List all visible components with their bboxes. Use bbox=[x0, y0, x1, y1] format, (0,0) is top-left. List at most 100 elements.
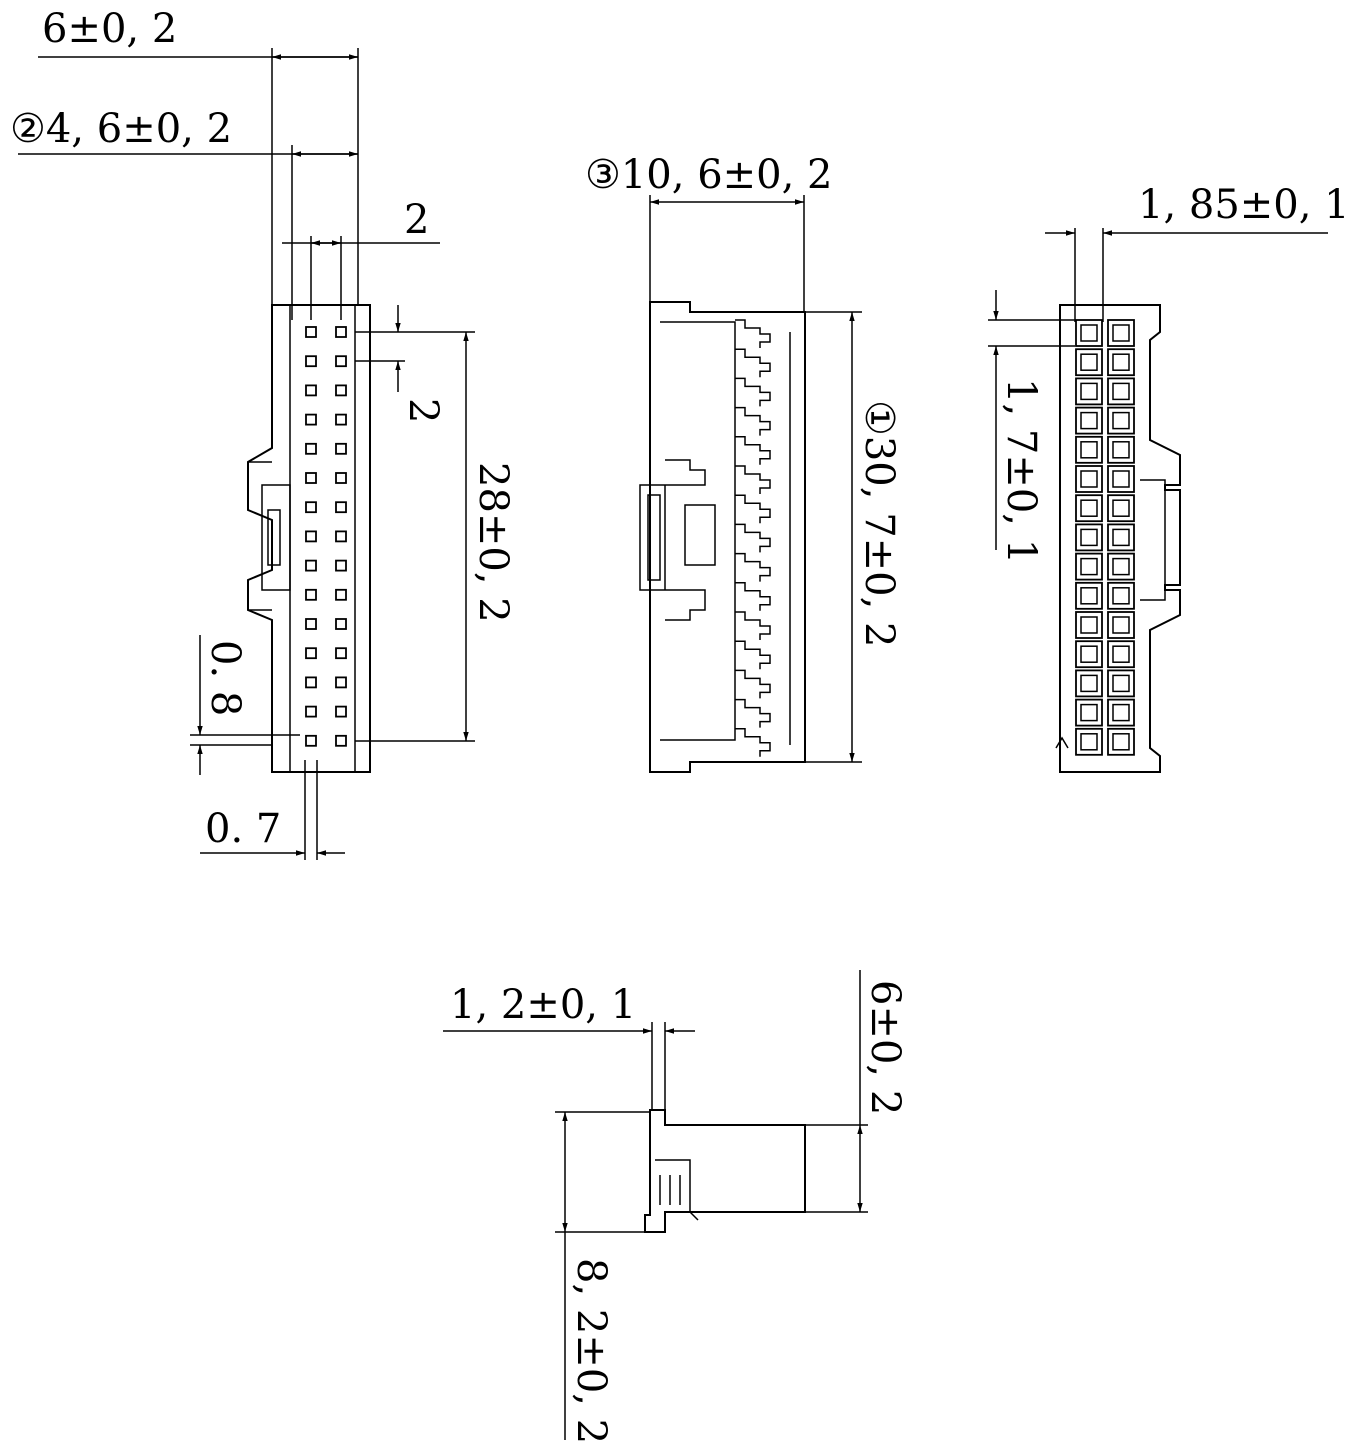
front-contact-cell bbox=[335, 530, 347, 543]
side-contact-rib bbox=[735, 523, 771, 553]
side-dimensions: ③10, 6±0, 2 ①30, 7±0, 2 bbox=[585, 152, 902, 763]
back-contact-cell bbox=[1075, 523, 1103, 552]
front-contact-cell bbox=[335, 326, 347, 338]
top-body-outline bbox=[644, 1109, 806, 1233]
side-contact-rib bbox=[735, 436, 771, 465]
dim-front-width: 6±0, 2 bbox=[42, 6, 177, 52]
back-contact-cell bbox=[1075, 435, 1103, 464]
back-contact-inner bbox=[1080, 499, 1098, 517]
back-contact-cell bbox=[1107, 669, 1135, 698]
front-contact-cell bbox=[305, 647, 317, 660]
back-contact-cell bbox=[1075, 727, 1103, 756]
side-contact-rib bbox=[735, 669, 771, 699]
back-contact-inner bbox=[1112, 645, 1130, 663]
back-dimensions: 1, 85±0, 1 1, 7±0, 1 bbox=[988, 182, 1350, 564]
back-contact-inner bbox=[1112, 324, 1130, 342]
dim-front-inner: ②4, 6±0, 2 bbox=[10, 106, 232, 152]
side-contact-rib bbox=[735, 348, 771, 378]
side-contact-rib bbox=[735, 698, 771, 728]
back-contact-cell bbox=[1075, 698, 1103, 727]
back-contact-inner bbox=[1112, 499, 1130, 517]
back-contact-cell bbox=[1075, 348, 1103, 377]
front-contact-cell bbox=[305, 588, 317, 601]
side-contact-rib bbox=[735, 640, 771, 670]
back-contact-inner bbox=[1080, 411, 1098, 430]
back-contact-inner bbox=[1080, 645, 1098, 663]
back-contact-cell bbox=[1107, 465, 1135, 493]
back-contact-cell bbox=[1075, 494, 1103, 523]
dim-side-length: ①30, 7±0, 2 bbox=[856, 400, 902, 647]
back-contact-cell bbox=[1075, 581, 1103, 610]
back-contact-cell bbox=[1107, 494, 1135, 523]
front-contact-cell bbox=[305, 413, 317, 426]
front-body-outline bbox=[247, 304, 371, 773]
dim-front-gap-07: 0. 7 bbox=[205, 806, 281, 852]
dim-top-total: 8, 2±0, 2 bbox=[568, 1258, 614, 1444]
front-contact-cell bbox=[305, 676, 317, 689]
back-contact-cell bbox=[1075, 406, 1103, 435]
back-contact-inner bbox=[1112, 557, 1130, 576]
side-contact-rib bbox=[735, 465, 771, 494]
back-contact-cell bbox=[1075, 552, 1103, 581]
back-contact-inner bbox=[1112, 703, 1130, 722]
front-contact-cell bbox=[335, 384, 347, 397]
back-contact-inner bbox=[1112, 587, 1130, 605]
side-view bbox=[639, 301, 806, 773]
front-contact-cell bbox=[335, 588, 347, 601]
front-contact-grid bbox=[305, 326, 347, 747]
front-contact-cell bbox=[335, 559, 347, 572]
front-view bbox=[247, 304, 371, 773]
back-contact-cell bbox=[1107, 319, 1135, 347]
front-contact-cell bbox=[305, 705, 317, 718]
back-contact-inner bbox=[1112, 382, 1130, 401]
side-body-outline bbox=[649, 301, 806, 773]
front-contact-cell bbox=[305, 472, 317, 484]
dim-top-flange: 1, 2±0, 1 bbox=[450, 982, 636, 1028]
side-contact-ribs bbox=[735, 319, 771, 757]
front-contact-cell bbox=[335, 676, 347, 689]
side-contact-rib bbox=[735, 582, 771, 611]
back-view bbox=[1055, 304, 1181, 773]
dim-front-gap-08: 0. 8 bbox=[202, 640, 248, 716]
side-contact-rib bbox=[735, 552, 771, 582]
dim-side-width: ③10, 6±0, 2 bbox=[585, 152, 832, 198]
front-contact-cell bbox=[305, 501, 317, 514]
back-contact-cell bbox=[1075, 611, 1103, 639]
back-body-outline bbox=[1059, 304, 1181, 773]
front-contact-cell bbox=[305, 355, 317, 368]
top-view bbox=[644, 1109, 806, 1233]
back-contact-inner bbox=[1080, 441, 1098, 459]
back-contact-cell bbox=[1107, 611, 1135, 639]
side-contact-rib bbox=[735, 319, 771, 348]
back-contact-inner bbox=[1080, 587, 1098, 605]
back-contact-inner bbox=[1112, 616, 1130, 634]
side-contact-rib bbox=[735, 611, 771, 640]
front-contact-cell bbox=[305, 326, 317, 338]
front-dimensions: 6±0, 2 ②4, 6±0, 2 2 2 28±0, 2 0. 8 0. 7 bbox=[10, 6, 516, 860]
back-contact-inner bbox=[1112, 528, 1130, 547]
back-contact-inner bbox=[1080, 324, 1098, 342]
back-contact-inner bbox=[1080, 528, 1098, 547]
dim-front-pitch-h: 2 bbox=[404, 197, 429, 243]
dim-top-height: 6±0, 2 bbox=[862, 980, 908, 1115]
back-contact-cell bbox=[1075, 669, 1103, 698]
back-contact-cell bbox=[1075, 377, 1103, 406]
back-contact-cell bbox=[1075, 465, 1103, 493]
back-contact-inner bbox=[1112, 411, 1130, 430]
back-contact-inner bbox=[1112, 470, 1130, 488]
front-contact-cell bbox=[305, 530, 317, 543]
dim-back-pitch-v: 1, 7±0, 1 bbox=[998, 378, 1044, 564]
back-contact-cell bbox=[1107, 552, 1135, 581]
back-contact-cell bbox=[1107, 348, 1135, 377]
back-contact-cell bbox=[1107, 581, 1135, 610]
dim-back-pitch-h: 1, 85±0, 1 bbox=[1138, 182, 1350, 228]
dim-front-pitch-v: 2 bbox=[400, 398, 446, 423]
front-contact-cell bbox=[335, 472, 347, 484]
back-contact-grid bbox=[1075, 319, 1135, 756]
front-contact-cell bbox=[335, 442, 347, 455]
back-contact-cell bbox=[1107, 523, 1135, 552]
front-contact-cell bbox=[335, 705, 347, 718]
front-contact-cell bbox=[335, 734, 347, 747]
back-contact-inner bbox=[1080, 382, 1098, 401]
